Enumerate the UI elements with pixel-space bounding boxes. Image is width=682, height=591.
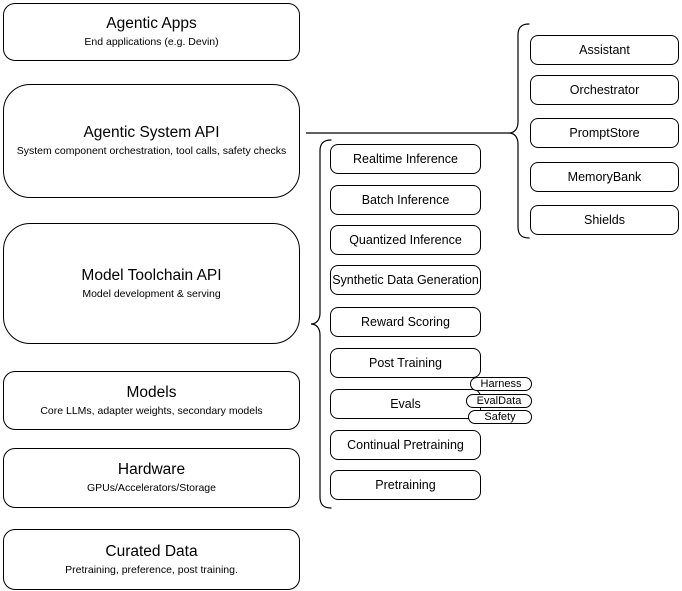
tag-evaldata: EvalData xyxy=(466,394,532,408)
node-assistant: Assistant xyxy=(530,35,679,65)
node-post-training: Post Training xyxy=(330,348,481,378)
node-hardware: Hardware GPUs/Accelerators/Storage xyxy=(3,448,300,508)
node-models-subtitle: Core LLMs, adapter weights, secondary mo… xyxy=(40,404,263,417)
node-agentic-apps: Agentic Apps End applications (e.g. Devi… xyxy=(3,3,300,61)
node-hardware-subtitle: GPUs/Accelerators/Storage xyxy=(87,482,216,495)
node-pretraining: Pretraining xyxy=(330,470,481,500)
node-agentic-apps-subtitle: End applications (e.g. Devin) xyxy=(84,36,219,49)
node-curated-data-title: Curated Data xyxy=(105,542,198,560)
node-models: Models Core LLMs, adapter weights, secon… xyxy=(3,371,300,430)
node-curated-data-subtitle: Pretraining, preference, post training. xyxy=(65,563,238,576)
node-evals: Evals xyxy=(330,389,481,419)
node-promptstore: PromptStore xyxy=(530,118,679,148)
tag-safety: Safety xyxy=(468,410,532,424)
node-shields: Shields xyxy=(530,205,679,235)
node-hardware-title: Hardware xyxy=(117,461,186,479)
node-model-toolchain-api-subtitle: Model development & serving xyxy=(82,287,221,300)
node-orchestrator: Orchestrator xyxy=(530,75,679,105)
node-realtime-inference: Realtime Inference xyxy=(330,144,481,174)
node-continual-pretraining: Continual Pretraining xyxy=(330,430,481,460)
node-quantized-inference: Quantized Inference xyxy=(330,225,481,255)
node-agentic-apps-title: Agentic Apps xyxy=(106,15,197,33)
node-curated-data: Curated Data Pretraining, preference, po… xyxy=(3,529,300,590)
toolchain-brace xyxy=(310,139,332,509)
node-memorybank: MemoryBank xyxy=(530,162,679,192)
node-agentic-system-api-title: Agentic System API xyxy=(83,124,220,142)
node-batch-inference: Batch Inference xyxy=(330,185,481,215)
node-agentic-system-api-subtitle: System component orchestration, tool cal… xyxy=(16,145,287,158)
node-agentic-system-api: Agentic System API System component orch… xyxy=(3,84,300,198)
node-model-toolchain-api: Model Toolchain API Model development & … xyxy=(3,223,300,344)
node-models-title: Models xyxy=(126,383,177,401)
node-synthetic-data-generation: Synthetic Data Generation xyxy=(330,265,481,295)
node-reward-scoring: Reward Scoring xyxy=(330,307,481,337)
system-components-brace xyxy=(508,23,530,239)
node-model-toolchain-api-title: Model Toolchain API xyxy=(81,266,222,284)
tag-harness: Harness xyxy=(470,377,532,391)
